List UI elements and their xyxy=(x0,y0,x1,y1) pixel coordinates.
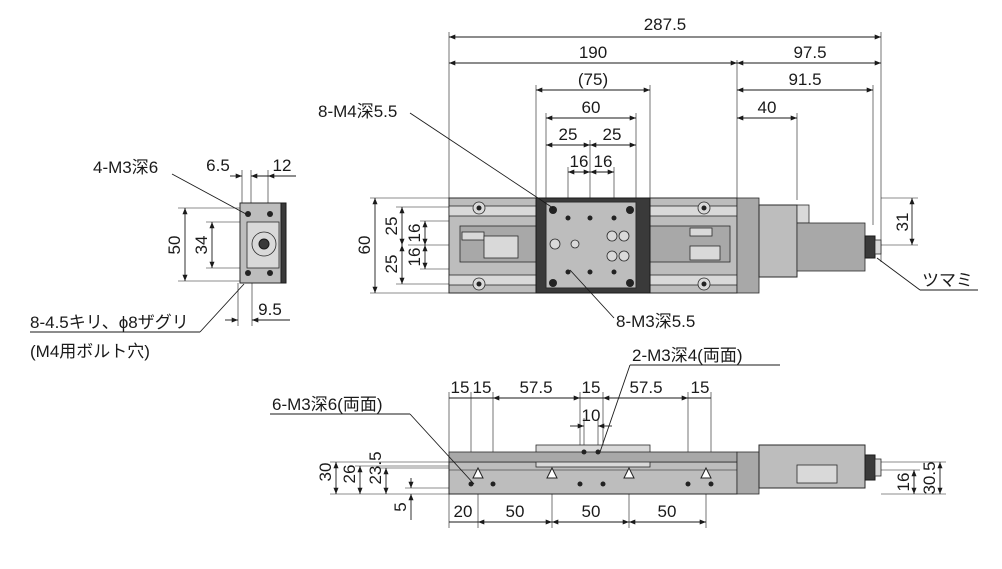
motor-body xyxy=(796,222,866,272)
dim-end-50: 50 xyxy=(165,236,184,255)
dim-f-50c: 50 xyxy=(658,502,677,521)
note-end-holes-line1: 8-4.5キリ、ϕ8ザグリ xyxy=(30,313,189,332)
dim-f-50b: 50 xyxy=(582,502,601,521)
dim-f-26: 26 xyxy=(340,465,359,484)
dim-60-side: 60 xyxy=(355,236,374,255)
dim-f-57-5a: 57.5 xyxy=(519,378,552,397)
dim-287-5: 287.5 xyxy=(644,15,687,34)
end-view: 6.5 12 50 34 9.5 4-M3深6 8-4.5キリ、ϕ8ザグリ (M… xyxy=(30,156,296,361)
motor-flange xyxy=(736,197,760,294)
dim-end-34: 34 xyxy=(192,236,211,255)
note-end-m3: 4-M3深6 xyxy=(93,158,158,177)
note-front-m3-six: 6-M3深6(両面) xyxy=(272,395,383,414)
dim-16b: 16 xyxy=(594,152,613,171)
dim-f-15c: 15 xyxy=(582,378,601,397)
dim-25-left-bot: 25 xyxy=(382,255,401,274)
dim-16a: 16 xyxy=(570,152,589,171)
note-end-holes-line2: (M4用ボルト穴) xyxy=(30,342,150,361)
dim-f-30: 30 xyxy=(316,463,335,482)
dim-190: 190 xyxy=(579,43,607,62)
dim-f-20: 20 xyxy=(454,502,473,521)
dim-f-15d: 15 xyxy=(691,378,710,397)
dim-75: (75) xyxy=(578,70,608,89)
dim-60-top: 60 xyxy=(582,98,601,117)
dim-end-12: 12 xyxy=(273,156,292,175)
dim-f-5: 5 xyxy=(391,502,410,511)
note-top-m3: 8-M3深5.5 xyxy=(616,312,695,331)
dim-f-15a: 15 xyxy=(451,378,470,397)
dim-25a: 25 xyxy=(559,125,578,144)
dim-end-9-5: 9.5 xyxy=(258,300,282,319)
dim-f-16: 16 xyxy=(894,473,913,492)
dim-end-6-5: 6.5 xyxy=(206,156,230,175)
front-motor-flange xyxy=(736,451,760,495)
dim-f-10: 10 xyxy=(582,406,601,425)
dim-f-50a: 50 xyxy=(506,502,525,521)
dim-97-5: 97.5 xyxy=(793,43,826,62)
dim-f-15b: 15 xyxy=(473,378,492,397)
note-front-m3-two: 2-M3深4(両面) xyxy=(632,346,743,365)
dim-16-left-bot: 16 xyxy=(405,248,424,267)
dim-91-5: 91.5 xyxy=(788,70,821,89)
dim-25-left-top: 25 xyxy=(382,217,401,236)
dim-f-30-5: 30.5 xyxy=(920,461,939,494)
dim-f-57-5b: 57.5 xyxy=(629,378,662,397)
dim-40: 40 xyxy=(758,98,777,117)
note-top-m4: 8-M4深5.5 xyxy=(318,102,397,121)
dim-25b: 25 xyxy=(603,125,622,144)
front-view: 15 15 57.5 15 57.5 15 10 xyxy=(270,346,946,528)
dim-16-left-top: 16 xyxy=(405,224,424,243)
dim-f-23-5: 23.5 xyxy=(366,451,385,484)
dim-31: 31 xyxy=(893,213,912,232)
note-knob: ツマミ xyxy=(922,271,973,290)
top-view: 287.5 190 97.5 (75) 91.5 60 40 25 25 16 … xyxy=(318,15,978,331)
